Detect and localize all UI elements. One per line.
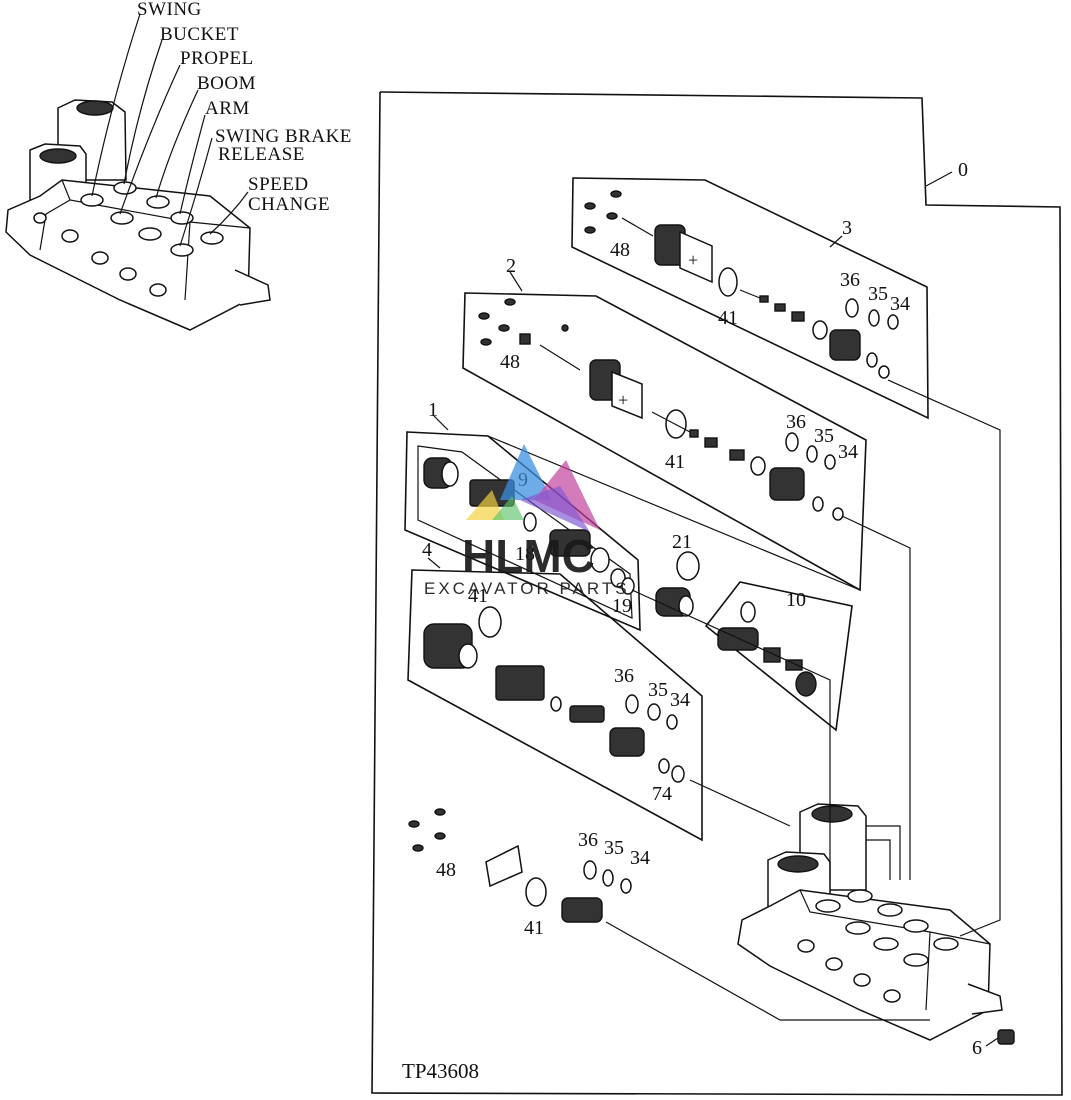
callout-21: 21	[672, 531, 692, 553]
callout-3: 3	[842, 217, 852, 239]
callout-4: 4	[422, 539, 432, 561]
part-6	[985, 1029, 1015, 1047]
callout-35-a: 35	[868, 283, 888, 305]
watermark-brand: HLMC	[462, 530, 595, 582]
label-speed: SPEED	[248, 174, 309, 195]
callout-0: 0	[958, 159, 968, 181]
callout-41-a: 41	[718, 307, 738, 329]
panel-3: +	[571, 177, 929, 420]
callout-6: 6	[972, 1037, 982, 1059]
label-bucket: BUCKET	[160, 24, 239, 45]
callout-36-b: 36	[786, 411, 806, 433]
callout-1: 1	[428, 399, 438, 421]
assembly-frame	[371, 91, 1063, 1096]
callout-34-c: 34	[670, 689, 690, 711]
callout-74: 74	[652, 783, 672, 805]
callout-35-b: 35	[814, 425, 834, 447]
callout-36-c: 36	[614, 665, 634, 687]
svg-text:+: +	[618, 390, 628, 410]
label-release: RELEASE	[218, 144, 305, 165]
label-change: CHANGE	[248, 194, 330, 215]
label-propel: PROPEL	[180, 48, 254, 69]
part-21	[655, 551, 700, 617]
label-swing-brake: SWING BRAKE	[215, 126, 352, 147]
svg-text:+: +	[688, 250, 698, 270]
callout-41-d: 41	[524, 917, 544, 939]
panel-2: +	[462, 271, 867, 592]
callout-34-b: 34	[838, 441, 858, 463]
screw-set-48-b	[478, 298, 516, 346]
callout-34-a: 34	[890, 293, 910, 315]
drawing-id: TP43608	[402, 1059, 479, 1083]
callout-41-c: 41	[468, 585, 488, 607]
callout-18: 18	[515, 543, 535, 565]
label-swing: SWING	[137, 0, 202, 20]
screw-set-48-a	[584, 190, 622, 234]
watermark: HLMC EXCAVATOR PARTS	[424, 444, 630, 598]
watermark-logo-icon	[466, 444, 600, 532]
loose-parts	[408, 808, 632, 923]
callout-36-d: 36	[578, 829, 598, 851]
callout-48-c: 48	[436, 859, 456, 881]
label-arm: ARM	[205, 98, 250, 119]
callout-35-d: 35	[604, 837, 624, 859]
callout-2: 2	[506, 255, 516, 277]
watermark-tagline: EXCAVATOR PARTS	[424, 579, 630, 598]
label-boom: BOOM	[197, 73, 256, 94]
callout-48-a: 48	[610, 239, 630, 261]
panel-4	[407, 557, 703, 842]
callout-34-d: 34	[630, 847, 650, 869]
connector-lines	[605, 379, 1001, 1021]
callout-48-b: 48	[500, 351, 520, 373]
callout-35-c: 35	[648, 679, 668, 701]
callout-19: 19	[612, 595, 632, 617]
main-valve-body	[737, 803, 1003, 1041]
callout-10: 10	[786, 589, 806, 611]
callout-41-b: 41	[665, 451, 685, 473]
callout-36-a: 36	[840, 269, 860, 291]
section-leaders	[91, 13, 249, 247]
